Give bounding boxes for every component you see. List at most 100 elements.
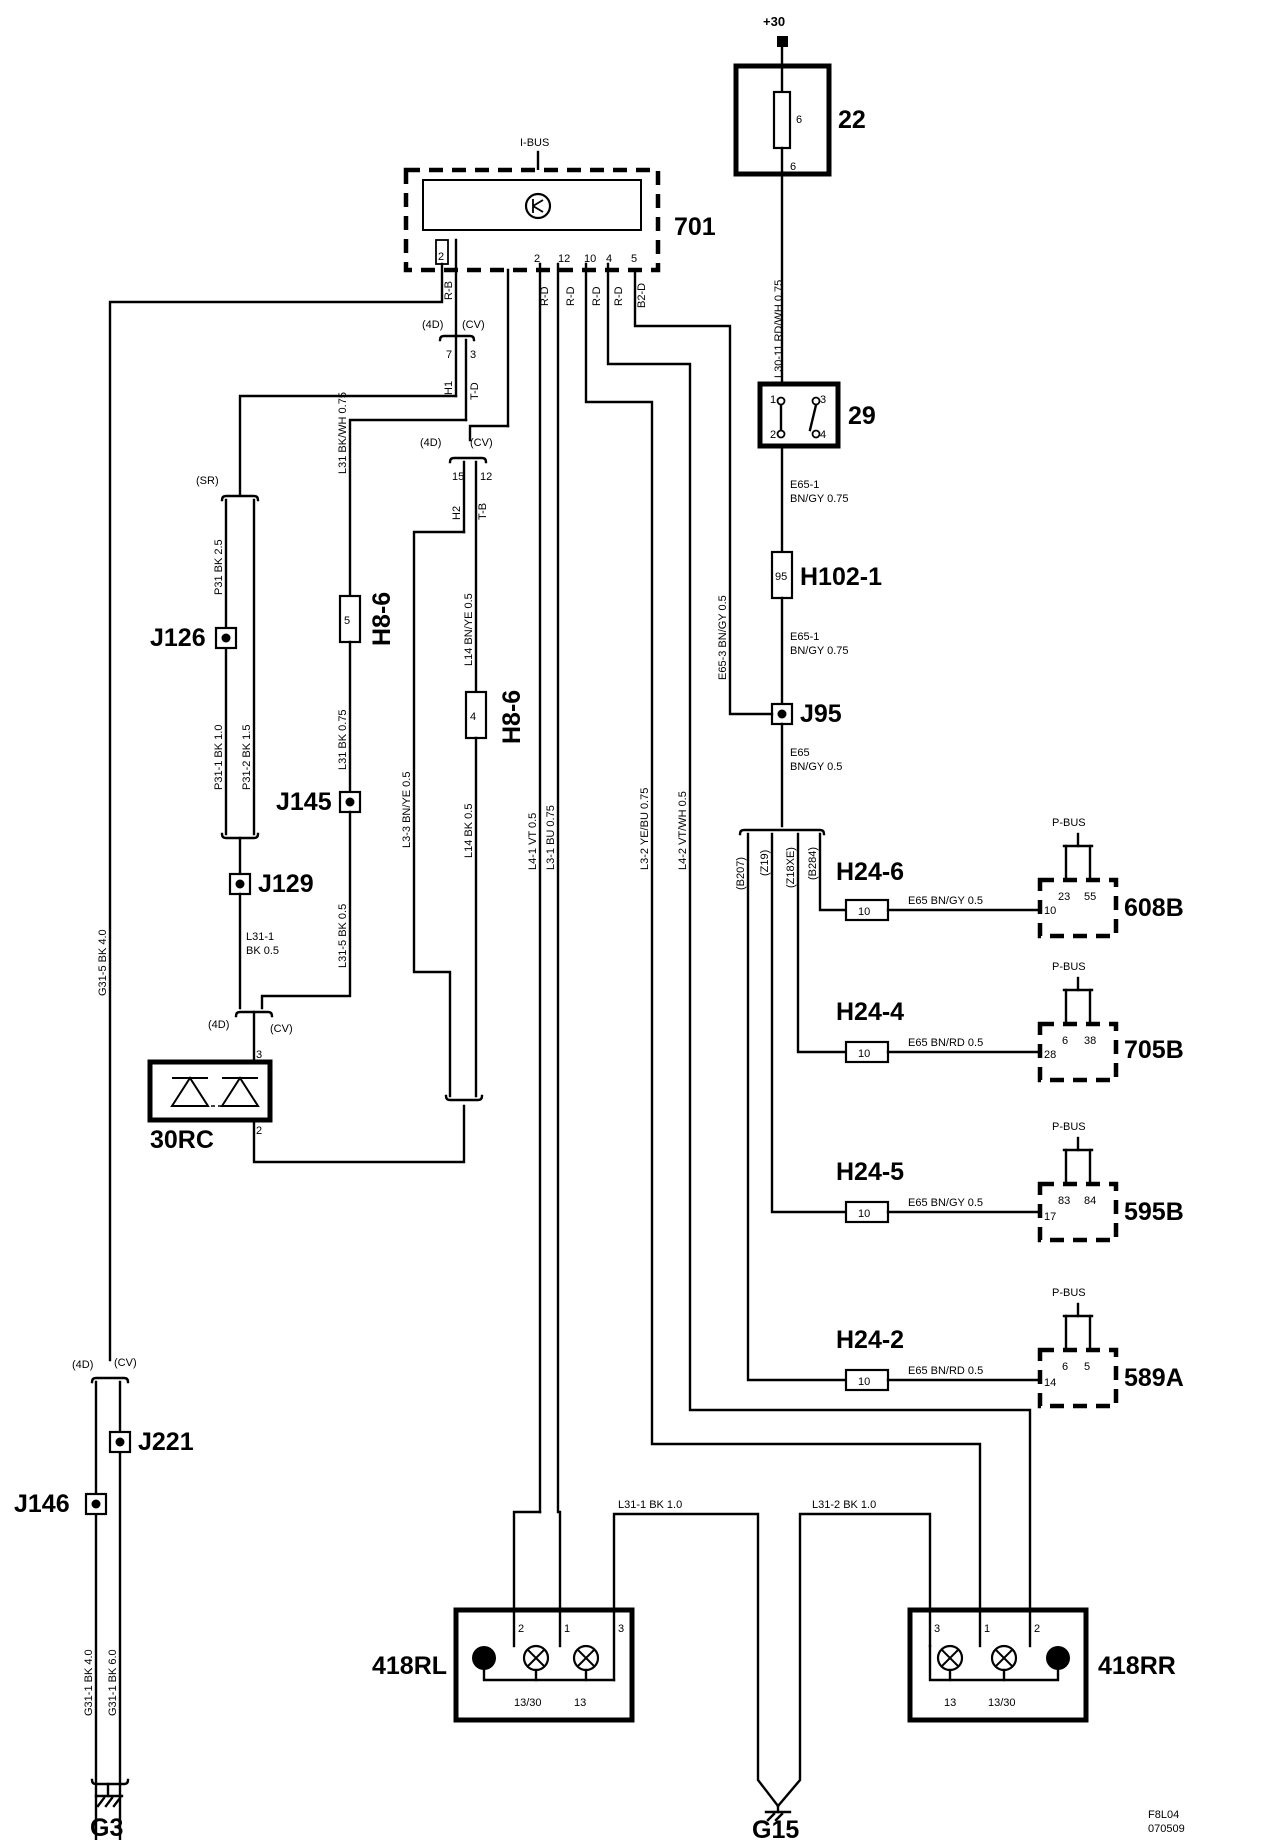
module-701: I-BUS 701 2 2 12 10 4 5 [403, 137, 716, 273]
svg-text:3: 3 [820, 394, 826, 406]
label-h24-4: H24-4 [836, 998, 904, 1026]
svg-text:6: 6 [1062, 1035, 1068, 1047]
svg-text:L31-1 BK 1.0: L31-1 BK 1.0 [618, 1499, 682, 1511]
svg-text:BN/GY 0.5: BN/GY 0.5 [790, 761, 842, 773]
splice-j146: J146 [14, 1490, 108, 1518]
svg-text:P-BUS: P-BUS [1052, 961, 1086, 973]
supply-label: +30 [763, 14, 785, 29]
svg-text:2: 2 [770, 429, 776, 441]
drawing-code-2: 070509 [1148, 1823, 1185, 1835]
label-29: 29 [848, 402, 876, 430]
svg-text:1: 1 [564, 1623, 570, 1635]
label-701: 701 [674, 213, 716, 241]
svg-text:28: 28 [1044, 1049, 1056, 1061]
svg-text:(4D): (4D) [420, 437, 441, 449]
svg-text:12: 12 [480, 471, 492, 483]
svg-text:2: 2 [438, 251, 444, 263]
lamp-418rr: 3 1 2 13 13/30 418RR [907, 1607, 1176, 1723]
svg-text:H1: H1 [443, 381, 455, 395]
splice-j145: J145 [276, 788, 362, 816]
label-418rl: 418RL [372, 1652, 447, 1680]
svg-text:13: 13 [574, 1697, 586, 1709]
svg-text:(CV): (CV) [470, 437, 493, 449]
svg-text:17: 17 [1044, 1211, 1056, 1223]
svg-text:2: 2 [518, 1623, 524, 1635]
svg-text:(CV): (CV) [462, 319, 485, 331]
svg-text:L31-1: L31-1 [246, 931, 274, 943]
connector-h24-5: H24-5 10 [836, 1158, 904, 1224]
svg-text:84: 84 [1084, 1195, 1096, 1207]
svg-text:T-D: T-D [469, 382, 481, 400]
label-j221: J221 [138, 1428, 194, 1456]
splice-j221: J221 [108, 1428, 194, 1456]
svg-text:(Z18XE): (Z18XE) [785, 847, 797, 888]
svg-text:10: 10 [584, 253, 596, 265]
svg-text:E65 BN/RD 0.5: E65 BN/RD 0.5 [908, 1037, 983, 1049]
svg-text:1: 1 [770, 394, 776, 406]
relay-29: 1 3 2 4 29 [757, 381, 876, 449]
svg-text:L14 BN/YE 0.5: L14 BN/YE 0.5 [463, 593, 475, 666]
svg-text:13/30: 13/30 [988, 1697, 1016, 1709]
svg-text:1: 1 [984, 1623, 990, 1635]
svg-text:(SR): (SR) [196, 475, 219, 487]
connector-h8-6-b: 4 H8-6 [464, 690, 526, 744]
svg-text:T-B: T-B [477, 503, 489, 520]
module-589a: P-BUS 14 6 5 589A [1037, 1287, 1184, 1409]
svg-text:10: 10 [1044, 905, 1056, 917]
label-589a: 589A [1124, 1364, 1184, 1392]
svg-text:(CV): (CV) [114, 1357, 137, 1369]
svg-text:P31-1 BK 1.0: P31-1 BK 1.0 [213, 725, 225, 790]
lamp-418rl: 2 1 3 13/30 13 418RL [372, 1607, 635, 1723]
label-h24-2: H24-2 [836, 1326, 904, 1354]
svg-text:R-D: R-D [591, 286, 603, 306]
svg-text:BK 0.5: BK 0.5 [246, 945, 279, 957]
svg-text:3: 3 [470, 349, 476, 361]
svg-text:6: 6 [1062, 1361, 1068, 1373]
connector-h24-4: H24-4 10 [836, 998, 904, 1064]
svg-text:L14 BK 0.5: L14 BK 0.5 [463, 804, 475, 858]
svg-text:(4D): (4D) [208, 1019, 229, 1031]
svg-text:13: 13 [944, 1697, 956, 1709]
svg-text:3: 3 [934, 1623, 940, 1635]
component-30rc: 30RC 2 [147, 1059, 273, 1154]
svg-text:E65 BN/GY 0.5: E65 BN/GY 0.5 [908, 895, 983, 907]
label-595b: 595B [1124, 1198, 1184, 1226]
svg-text:15: 15 [452, 471, 464, 483]
svg-text:4: 4 [470, 711, 476, 723]
svg-text:G31-1 BK 6.0: G31-1 BK 6.0 [107, 1649, 119, 1716]
label-j95: J95 [800, 700, 842, 728]
connector-h24-2: H24-2 10 [836, 1326, 904, 1392]
svg-text:2: 2 [256, 1125, 262, 1137]
svg-text:12: 12 [558, 253, 570, 265]
label-h8-6-a: H8-6 [368, 592, 396, 646]
svg-text:10: 10 [858, 1048, 870, 1060]
svg-text:(B284): (B284) [807, 847, 819, 880]
label-h102-1: H102-1 [800, 563, 882, 591]
svg-text:H2: H2 [451, 506, 463, 520]
fuse-22: +30 6 6 22 [733, 14, 866, 177]
svg-text:10: 10 [858, 1376, 870, 1388]
svg-text:23: 23 [1058, 891, 1070, 903]
svg-text:E65-3 BN/GY 0.5: E65-3 BN/GY 0.5 [717, 595, 729, 680]
label-h24-6: H24-6 [836, 858, 904, 886]
connector-h8-6-a: 5 H8-6 [338, 592, 396, 646]
svg-text:E65-1: E65-1 [790, 479, 819, 491]
svg-text:(4D): (4D) [422, 319, 443, 331]
label-j146: J146 [14, 1490, 70, 1518]
svg-text:BN/GY 0.75: BN/GY 0.75 [790, 493, 849, 505]
svg-text:L31 BK 0.75: L31 BK 0.75 [337, 709, 349, 770]
svg-text:G31-5 BK 4.0: G31-5 BK 4.0 [97, 929, 109, 996]
svg-text:4: 4 [606, 253, 612, 265]
svg-text:R-D: R-D [613, 286, 625, 306]
svg-text:L31-5 BK 0.5: L31-5 BK 0.5 [337, 904, 349, 968]
svg-text:BN/GY 0.75: BN/GY 0.75 [790, 645, 849, 657]
ibus-label: I-BUS [520, 137, 549, 149]
svg-text:95: 95 [775, 571, 787, 583]
svg-text:P-BUS: P-BUS [1052, 1287, 1086, 1299]
label-j126: J126 [150, 624, 206, 652]
svg-text:(4D): (4D) [72, 1359, 93, 1371]
svg-text:R-D: R-D [565, 286, 577, 306]
svg-text:55: 55 [1084, 891, 1096, 903]
svg-text:10: 10 [858, 1208, 870, 1220]
svg-text:(B207): (B207) [735, 857, 747, 890]
